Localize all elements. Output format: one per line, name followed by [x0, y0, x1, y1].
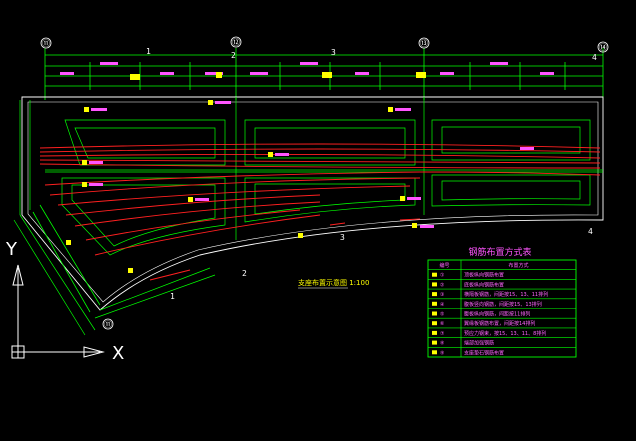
legend-row: ⑦ 预应力钢束，按15、13、11、8排列 — [432, 330, 546, 337]
legend-row-desc: 底板纵向钢筋布置 — [464, 281, 504, 288]
legend-row-desc: 顶板纵向钢筋布置 — [464, 272, 504, 279]
legend-row-marker — [432, 330, 437, 335]
cell-boxes — [45, 97, 603, 256]
legend-row-desc: 翼缘板钢筋布置，间距按14排列 — [464, 320, 535, 327]
span-label-bottom-4: 4 — [588, 227, 593, 236]
legend-row-desc: 预应力钢束，按15、13、11、8排列 — [464, 330, 546, 337]
svg-text:⑫: ⑫ — [232, 38, 240, 47]
span-label-bottom-3: 3 — [340, 233, 345, 242]
legend-row-desc: 横隔板钢筋，间距按15、13、11排列 — [464, 291, 548, 298]
legend-row-code: ④ — [440, 302, 445, 308]
legend-row: ⑥ 翼缘板钢筋布置，间距按14排列 — [432, 320, 535, 327]
ucs-y-label: Y — [5, 239, 18, 260]
yellow-callouts — [66, 100, 417, 273]
span-label-bottom-1: 1 — [170, 292, 175, 301]
grid-bubble-12[interactable]: ⑫ — [230, 36, 242, 48]
legend-row: ⑤ 腹板纵向钢筋，间距按11排列 — [432, 311, 530, 318]
legend-row-marker — [432, 350, 437, 355]
legend-row-desc: 端部加强钢筋 — [464, 340, 494, 347]
span-label-bottom-2: 2 — [242, 269, 247, 278]
legend-row: ⑧ 端部加强钢筋 — [432, 340, 494, 347]
top-dimension-text-marks — [60, 62, 554, 75]
legend-row-code: ① — [440, 273, 445, 279]
grid-bubble-13[interactable]: ⑬ — [418, 37, 430, 49]
legend-row: ① 顶板纵向钢筋布置 — [432, 272, 504, 279]
legend-row-code: ⑥ — [440, 321, 445, 327]
legend-row-desc: 腹板竖向钢筋，间距按15、13排列 — [464, 301, 542, 308]
legend-row-marker — [432, 292, 437, 297]
left-skew-dimensions — [13, 100, 216, 336]
legend-row-code: ② — [440, 282, 445, 288]
legend-row-marker — [432, 311, 437, 316]
bridge-plan-outline — [21, 96, 604, 313]
legend-row-marker — [432, 282, 437, 287]
span-label-top-1: 1 — [146, 47, 151, 56]
legend-rows: 编号 布置方式 ① 顶板纵向钢筋布置 ② 底板纵向钢筋布置 ③ 横隔板钢筋，间距按15、13、… — [428, 262, 576, 356]
drawing-subtitle: 支座布置示意图 1:100 — [298, 278, 369, 287]
legend-row-desc: 腹板纵向钢筋，间距按11排列 — [464, 311, 530, 318]
legend-row-marker — [432, 321, 437, 326]
svg-text:⑪: ⑪ — [104, 320, 112, 329]
tendon-lines — [39, 143, 601, 256]
legend-row-marker — [432, 301, 437, 306]
grid-bubble-11[interactable]: ⑪ — [40, 37, 52, 49]
legend-row-code: ⑨ — [440, 350, 444, 356]
legend-header-code: 编号 — [439, 262, 449, 269]
ucs-icon[interactable] — [11, 264, 105, 359]
ucs-x-label: X — [112, 343, 124, 364]
bottom-red-marks — [149, 218, 421, 281]
legend-row: ⑨ 支座垫石钢筋布置 — [432, 349, 504, 356]
legend-row-marker — [432, 272, 437, 277]
grid-bubble-bottom-11[interactable]: ⑪ — [102, 318, 114, 330]
grid-bubble-14[interactable]: ⑭ — [597, 41, 609, 53]
svg-text:⑪: ⑪ — [42, 39, 50, 48]
span-label-top-3: 3 — [331, 48, 336, 57]
legend-title: 钢筋布置方式表 — [468, 246, 531, 258]
span-label-top-4: 4 — [592, 53, 597, 62]
legend-row-marker — [432, 340, 437, 345]
legend-row-desc: 支座垫石钢筋布置 — [464, 349, 504, 356]
legend-row-code: ⑦ — [440, 331, 445, 337]
legend-row: ② 底板纵向钢筋布置 — [432, 281, 504, 288]
legend-row-code: ⑤ — [440, 312, 444, 318]
callout-text-marks — [89, 101, 534, 228]
top-yellow-markers — [130, 72, 426, 80]
span-label-top-2: 2 — [231, 51, 236, 60]
legend-row: ③ 横隔板钢筋，间距按15、13、11排列 — [432, 291, 548, 298]
legend-row-code: ③ — [440, 292, 444, 298]
svg-text:⑭: ⑭ — [599, 43, 607, 52]
legend-row-code: ⑧ — [440, 341, 445, 347]
svg-text:⑬: ⑬ — [420, 39, 428, 48]
legend-row: ④ 腹板竖向钢筋，间距按15、13排列 — [432, 301, 542, 308]
legend-header-desc: 布置方式 — [508, 262, 528, 269]
